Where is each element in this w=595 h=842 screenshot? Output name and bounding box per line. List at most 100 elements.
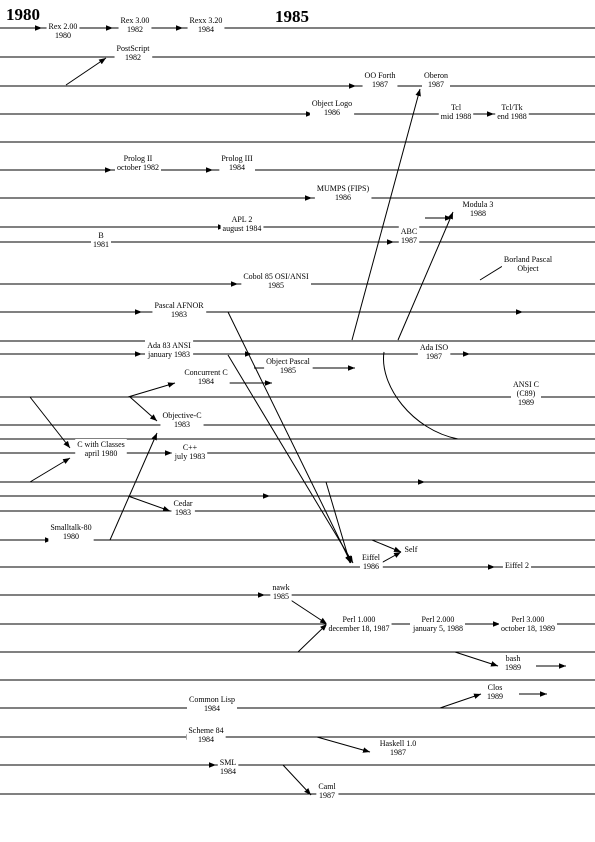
influence-arrow-22 <box>29 396 71 449</box>
ansic-label-1: (C89) <box>517 389 536 398</box>
clos-label-1: 1989 <box>487 692 503 701</box>
tcltk-label-1: end 1988 <box>497 112 527 121</box>
sml-label-0: SML <box>220 758 237 767</box>
label-backing <box>314 183 372 203</box>
concurrentc-label-0: Concurrent C <box>184 368 227 377</box>
objectlogo-label-0: Object Logo <box>312 99 352 108</box>
label-backing <box>145 340 194 360</box>
pascalafnor-label-0: Pascal AFNOR <box>154 301 204 310</box>
label-backing <box>115 153 161 173</box>
nawk-label-1: 1985 <box>273 592 289 601</box>
influence-arrow-53 <box>351 88 421 341</box>
label-backing <box>91 230 111 250</box>
rex300-label-1: 1982 <box>127 25 143 34</box>
label-backing <box>264 356 313 376</box>
influence-arrow-50 <box>282 764 312 796</box>
concurrentc-label-1: 1984 <box>198 377 214 386</box>
influence-arrow-26 <box>109 432 158 541</box>
abc-label-1: 1987 <box>401 236 417 245</box>
label-backing <box>502 560 532 571</box>
influence-arrow-32 <box>227 354 354 564</box>
label-backing <box>438 102 474 122</box>
perl3-label-1: october 18, 1989 <box>501 624 555 633</box>
smalltalk80-label-0: Smalltalk-80 <box>50 523 91 532</box>
ansic-label-2: 1989 <box>518 398 534 407</box>
postscript-label-0: PostScript <box>117 44 151 53</box>
haskell-label-1: 1987 <box>390 748 406 757</box>
label-backing <box>171 498 195 518</box>
ada83-label-1: january 1983 <box>147 350 190 359</box>
node-ansic: ANSI C(C89)1989 <box>510 379 542 408</box>
label-backing <box>187 15 225 35</box>
timeline-edges <box>0 25 595 796</box>
year-1980: 1980 <box>6 5 40 24</box>
perl1-label-0: Perl 1.000 <box>343 615 376 624</box>
label-backing <box>417 342 451 362</box>
modula3-label-1: 1988 <box>470 209 486 218</box>
node-self: Self <box>402 544 420 555</box>
adaiso-label-0: Ada ISO <box>420 343 448 352</box>
label-backing <box>309 98 355 118</box>
label-backing <box>152 300 207 320</box>
postscript-label-1: 1982 <box>125 53 141 62</box>
ooforth-label-0: OO Forth <box>365 71 396 80</box>
perl1-label-1: december 18, 1987 <box>328 624 389 633</box>
influence-arrow-48 <box>316 736 371 753</box>
influence-arrow-54 <box>397 211 454 341</box>
objectivec-label-1: 1983 <box>174 420 190 429</box>
label-backing <box>377 738 419 758</box>
label-backing <box>499 614 557 634</box>
sml-label-1: 1984 <box>220 767 236 776</box>
mumps-label-1: 1986 <box>335 193 351 202</box>
commonlisp-label-1: 1984 <box>204 704 220 713</box>
influence-arrow-42 <box>454 651 499 667</box>
cwithclasses-label-0: C with Classes <box>77 440 125 449</box>
label-backing <box>217 757 239 777</box>
perl2-label-1: january 5, 1988 <box>412 624 463 633</box>
label-backing <box>75 439 127 459</box>
label-backing <box>485 682 505 702</box>
apl2-label-0: APL 2 <box>232 215 253 224</box>
rex200-label-0: Rex 2.00 <box>49 22 78 31</box>
b-label-1: 1981 <box>93 240 109 249</box>
influence-curve-0 <box>383 351 459 440</box>
label-backing <box>241 271 312 291</box>
label-backing <box>460 199 496 219</box>
rexx320-label-1: 1984 <box>198 25 214 34</box>
oberon-label-1: 1987 <box>428 80 444 89</box>
cedar-label-1: 1983 <box>175 508 191 517</box>
mumps-label-0: MUMPS (FIPS) <box>317 184 370 193</box>
bash-label-0: bash <box>506 654 521 663</box>
prolog3-label-0: Prolog III <box>221 154 253 163</box>
b-label-0: B <box>98 231 103 240</box>
node-cpp: C++july 1983 <box>171 442 208 462</box>
influence-arrow-3 <box>65 57 107 86</box>
label-backing <box>220 214 264 234</box>
influence-arrow-33 <box>325 481 351 564</box>
influence-arrow-29 <box>127 495 171 512</box>
tcl-label-1: mid 1988 <box>441 112 471 121</box>
label-backing <box>495 102 529 122</box>
nawk-label-0: nawk <box>272 583 289 592</box>
label-backing <box>362 70 398 90</box>
